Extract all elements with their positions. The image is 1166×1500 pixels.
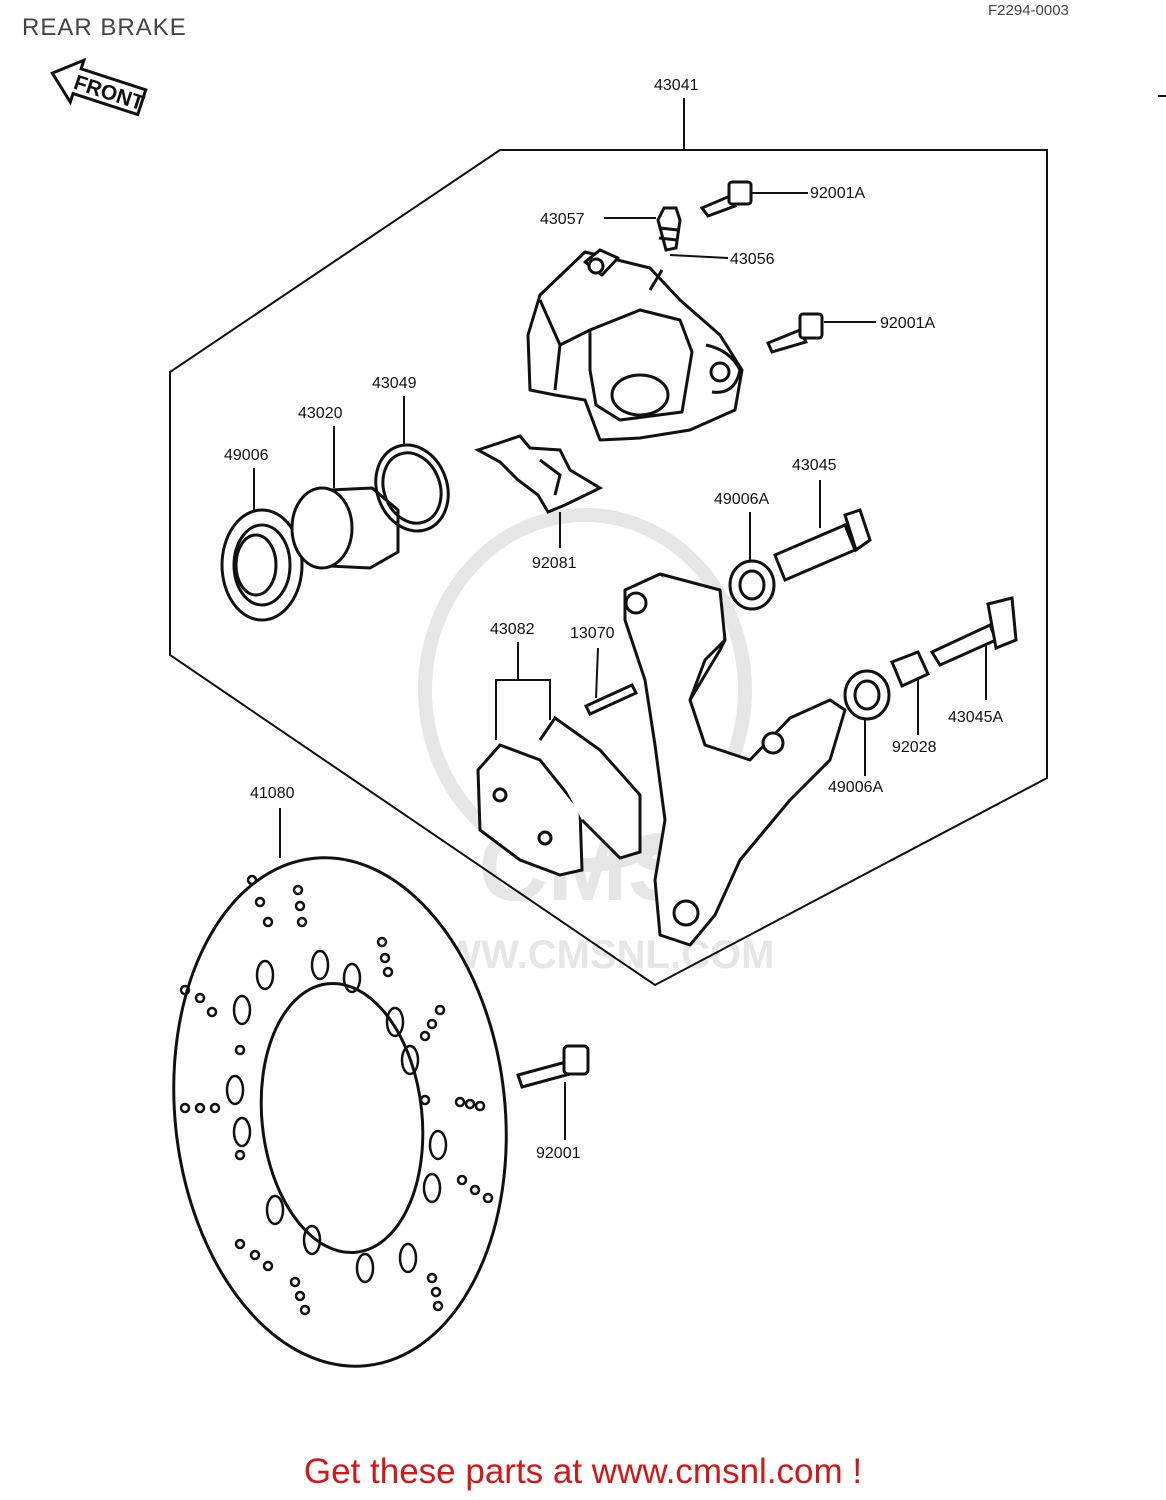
label-13070: 13070 (570, 625, 615, 642)
dust-seal-ring (374, 443, 450, 533)
caliper-assembly-outline (169, 149, 1048, 987)
diagram-code: F2294-0003 (988, 2, 1069, 19)
caliper-body (526, 248, 744, 442)
caliper-bracket (623, 572, 847, 947)
pad-pin (583, 683, 639, 716)
label-43045a: 43045A (948, 709, 1003, 726)
piston (290, 486, 400, 570)
piston-seal (220, 508, 304, 622)
label-41080: 41080 (250, 785, 295, 802)
footer-cta[interactable]: Get these parts at www.cmsnl.com ! (303, 1452, 863, 1491)
label-92001: 92001 (536, 1145, 581, 1162)
label-92028: 92028 (892, 739, 937, 756)
part-labels: 43041 92001A 43057 43056 92001A 43049 43… (224, 77, 1003, 1162)
label-43020: 43020 (298, 405, 343, 422)
label-92001a-mid: 92001A (880, 315, 935, 332)
label-92001a-top: 92001A (810, 185, 865, 202)
diagram-title: REAR BRAKE (22, 14, 187, 41)
front-arrow: FRONT (50, 57, 148, 117)
label-43056: 43056 (730, 251, 775, 268)
dust-boot-lower (843, 669, 891, 721)
label-43045: 43045 (792, 457, 837, 474)
pad-spring (474, 434, 604, 514)
slide-pin-a (929, 596, 1018, 667)
label-43041: 43041 (654, 77, 699, 94)
label-92081: 92081 (532, 555, 577, 572)
bleeder-valve (656, 206, 682, 252)
bolt-92001a-mid (766, 312, 824, 354)
leader-lines (253, 192, 987, 1140)
disc-bolt (516, 1044, 590, 1089)
disc-holes (179, 874, 494, 1316)
label-49006a-top: 49006A (714, 491, 769, 508)
front-arrow-shape (50, 57, 148, 117)
sleeve (890, 650, 930, 689)
label-43082: 43082 (490, 621, 535, 638)
label-43049: 43049 (372, 375, 417, 392)
slide-pin (773, 508, 872, 582)
label-49006a-bottom: 49006A (828, 779, 883, 796)
brake-pads (476, 715, 642, 877)
bolt-92001a-top (699, 180, 753, 218)
dust-boot-upper (728, 559, 776, 611)
brake-disc (172, 856, 508, 1368)
label-49006: 49006 (224, 447, 269, 464)
label-43057: 43057 (540, 211, 585, 228)
